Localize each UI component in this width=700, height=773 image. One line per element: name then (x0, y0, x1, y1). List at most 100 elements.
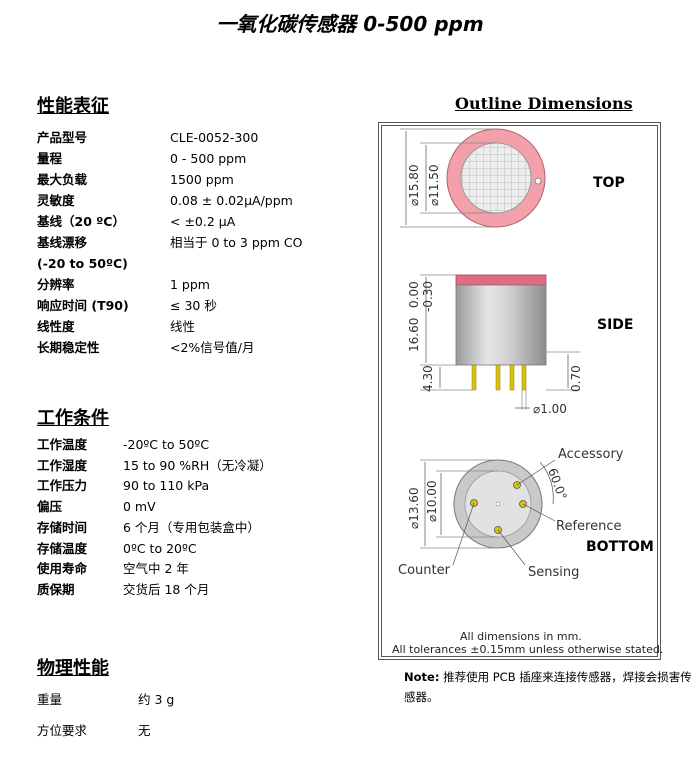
dim-side-gap: 0.70 (569, 365, 583, 392)
conditions-row: 存储时间 6 个月（专用包装盒中） (0, 518, 340, 538)
physical-row: 方位要求 无 (0, 721, 340, 741)
performance-value: <2%信号值/月 (170, 340, 255, 355)
outline-footer-1: All dimensions in mm. (460, 630, 582, 643)
side-body (455, 284, 547, 366)
dim-bottom-outer: ⌀13.60 (407, 487, 421, 529)
counter-label: Counter (398, 563, 451, 578)
conditions-heading: 工作条件 (37, 408, 109, 429)
performance-value: < ±0.2 μA (170, 214, 236, 229)
top-notch (534, 177, 542, 185)
physical-value: 无 (138, 723, 151, 738)
conditions-row: 使用寿命 空气中 2 年 (0, 559, 340, 579)
dim-bottom-inner: ⌀10.00 (425, 480, 439, 522)
dim-side-top0: 0.00 (407, 281, 421, 308)
conditions-value: 0 mV (123, 499, 156, 515)
conditions-label: 工作温度 (37, 437, 88, 452)
conditions-value: 6 个月（专用包装盒中） (123, 519, 260, 535)
performance-row: 长期稳定性<2%信号值/月 (0, 338, 340, 358)
performance-value: 0 - 500 ppm (170, 151, 247, 166)
dim-top-inner: ⌀11.50 (427, 164, 441, 206)
performance-row: 基线漂移 相当于 0 to 3 ppm CO (0, 233, 340, 253)
conditions-row: 质保期 交货后 18 个月 (0, 580, 340, 600)
performance-label: (-20 to 50ºC) (37, 256, 128, 271)
conditions-value: 空气中 2 年 (123, 561, 189, 577)
angle-label: 60.0° (545, 466, 569, 502)
performance-label: 量程 (37, 151, 63, 166)
bottom-label: BOTTOM (586, 539, 654, 555)
pin-4 (521, 364, 527, 391)
physical-heading: 物理性能 (37, 658, 109, 679)
conditions-label: 质保期 (37, 581, 75, 597)
conditions-row: 工作温度 -20ºC to 50ºC (0, 435, 340, 455)
performance-value: 线性 (170, 319, 196, 334)
outline-footer-2: All tolerances ±0.15mm unless otherwise … (392, 643, 663, 656)
performance-label: 基线（20 ºC） (37, 214, 125, 229)
physical-label: 重量 (37, 692, 63, 707)
performance-row: 分辨率 1 ppm (0, 275, 340, 295)
performance-label: 响应时间 (T90) (37, 298, 129, 313)
pin-3 (509, 364, 515, 391)
performance-value: 1500 ppm (170, 172, 234, 187)
physical-label: 方位要求 (37, 723, 88, 738)
bottom-view: ⌀13.60 ⌀10.00 60.0° Accessory Reference … (398, 447, 654, 580)
conditions-row: 工作湿度 15 to 90 %RH（无冷凝） (0, 456, 340, 476)
performance-row: 响应时间 (T90) ≤ 30 秒 (0, 296, 340, 316)
conditions-label: 存储时间 (37, 519, 88, 535)
conditions-row: 存储温度 0ºC to 20ºC (0, 539, 340, 559)
dim-side-top1: -0.30 (421, 281, 435, 312)
conditions-label: 使用寿命 (37, 561, 88, 577)
performance-row: (-20 to 50ºC) (0, 254, 340, 274)
performance-value: 0.08 ± 0.02μA/ppm (170, 193, 293, 208)
top-mesh (460, 142, 532, 214)
performance-row: 基线（20 ºC） < ±0.2 μA (0, 212, 340, 232)
sensing-label: Sensing (528, 565, 579, 580)
conditions-value: -20ºC to 50ºC (123, 437, 210, 452)
outline-frame-outer (378, 122, 661, 660)
side-cap (455, 274, 547, 286)
performance-row: 量程 0 - 500 ppm (0, 149, 340, 169)
note: Note: 推荐使用 PCB 插座来连接传感器，焊接会损害传感器。 (404, 667, 694, 707)
performance-label: 灵敏度 (37, 193, 75, 208)
conditions-value: 90 to 110 kPa (123, 478, 210, 494)
pin-center (495, 501, 501, 507)
conditions-row: 偏压 0 mV (0, 497, 340, 517)
performance-row: 线性度 线性 (0, 317, 340, 337)
note-text: 推荐使用 PCB 插座来连接传感器，焊接会损害传感器。 (404, 670, 692, 704)
physical-row: 重量 约 3 g (0, 690, 340, 710)
conditions-label: 存储温度 (37, 540, 88, 556)
conditions-label: 工作湿度 (37, 457, 88, 473)
side-view: 0.00 -0.30 16.60 4.30 0.70 ⌀1.00 SIDE (407, 274, 633, 416)
dim-side-height: 16.60 (407, 318, 421, 352)
reference-label: Reference (556, 519, 621, 534)
dim-side-pin-dia: ⌀1.00 (533, 402, 567, 416)
performance-label: 基线漂移 (37, 235, 88, 250)
pin-2 (495, 364, 501, 391)
performance-row: 最大负载 1500 ppm (0, 170, 340, 190)
performance-label: 分辨率 (37, 277, 75, 292)
performance-label: 线性度 (37, 319, 75, 334)
outline-frame-inner (381, 125, 658, 657)
performance-value: CLE-0052-300 (170, 130, 259, 145)
top-view: ⌀15.80 ⌀11.50 TOP (400, 128, 625, 228)
performance-value: ≤ 30 秒 (170, 298, 217, 313)
conditions-value: 交货后 18 个月 (123, 581, 210, 597)
performance-row: 灵敏度 0.08 ± 0.02μA/ppm (0, 191, 340, 211)
pin-1 (471, 364, 477, 391)
conditions-row: 工作压力 90 to 110 kPa (0, 476, 340, 496)
performance-label: 最大负载 (37, 172, 88, 187)
dim-top-outer: ⌀15.80 (407, 164, 421, 206)
physical-value: 约 3 g (138, 692, 175, 707)
performance-value: 1 ppm (170, 277, 210, 292)
outline-heading: Outline Dimensions (455, 94, 633, 113)
conditions-value: 15 to 90 %RH（无冷凝） (123, 457, 272, 473)
conditions-label: 偏压 (37, 499, 63, 515)
performance-heading: 性能表征 (37, 96, 109, 117)
page-title: 一氧化碳传感器 0-500 ppm (216, 12, 484, 36)
top-label: TOP (593, 175, 625, 191)
conditions-label: 工作压力 (37, 478, 88, 494)
performance-value: 相当于 0 to 3 ppm CO (170, 235, 303, 250)
accessory-label: Accessory (558, 447, 624, 462)
conditions-value: 0ºC to 20ºC (123, 540, 197, 556)
performance-label: 产品型号 (37, 130, 88, 145)
